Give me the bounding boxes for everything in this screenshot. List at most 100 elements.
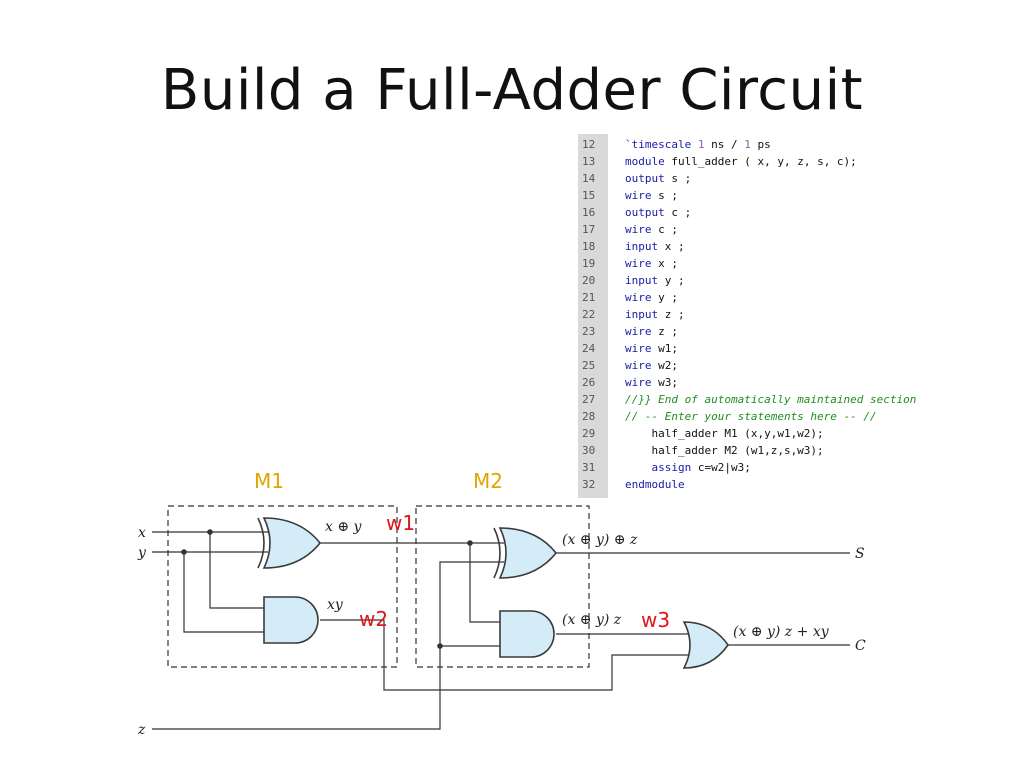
code-token: wire	[625, 376, 652, 389]
code-line-number: 16	[582, 206, 596, 219]
code-token: wire	[625, 359, 652, 372]
code-line-number: 28	[582, 410, 596, 423]
code-token: w1;	[651, 342, 678, 355]
code-token: ps	[750, 138, 771, 151]
code-token: 1	[744, 138, 751, 151]
code-token: ns /	[704, 138, 745, 151]
code-line-text: wire s ;	[625, 187, 678, 204]
wire-label-w3: w3	[641, 608, 670, 632]
code-token: z ;	[658, 308, 685, 321]
code-line-number: 26	[582, 376, 596, 389]
code-line-number: 27	[582, 393, 596, 406]
and-gate-1	[263, 596, 319, 644]
code-token: y ;	[651, 291, 678, 304]
code-token: half_adder M1 (x,y,w1,w2);	[625, 427, 824, 440]
code-token: x ;	[651, 257, 678, 270]
code-line-number: 19	[582, 257, 596, 270]
code-line-number: 14	[582, 172, 596, 185]
code-line-number: 17	[582, 223, 596, 236]
code-token: w3;	[651, 376, 678, 389]
code-line-number: 18	[582, 240, 596, 253]
code-line-text: input x ;	[625, 238, 685, 255]
code-token: y ;	[658, 274, 685, 287]
code-line-number: 22	[582, 308, 596, 321]
code-line-number: 20	[582, 274, 596, 287]
or-gate	[682, 621, 729, 669]
code-line-text: wire w2;	[625, 357, 678, 374]
code-line-number: 15	[582, 189, 596, 202]
code-token: endmodule	[625, 478, 685, 491]
wire-label-w2: w2	[359, 607, 388, 631]
code-line-number: 12	[582, 138, 596, 151]
code-line-number: 24	[582, 342, 596, 355]
code-token: c ;	[651, 223, 678, 236]
code-line-number: 32	[582, 478, 596, 491]
code-line-text: endmodule	[625, 476, 685, 493]
code-token: output	[625, 172, 665, 185]
code-line-text: //}} End of automatically maintained sec…	[625, 391, 916, 408]
line-number-gutter	[578, 134, 608, 498]
code-token: module	[625, 155, 665, 168]
code-line-number: 25	[582, 359, 596, 372]
code-line-text: output c ;	[625, 204, 691, 221]
circuit-wires	[152, 531, 850, 730]
verilog-code-panel: 12 `timescale 1 ns / 1 ps 13 module full_ad…	[578, 134, 998, 498]
code-line-text: wire z ;	[625, 323, 678, 340]
code-line-text: assign c=w2|w3;	[625, 459, 751, 476]
wire-junctions	[181, 529, 473, 649]
code-line-text: half_adder M2 (w1,z,s,w3);	[625, 442, 824, 459]
module-label-m2: M2	[473, 469, 503, 493]
code-token: input	[625, 274, 659, 287]
code-line-number: 31	[582, 461, 596, 474]
code-token: s ;	[664, 172, 692, 185]
code-token: wire	[625, 223, 652, 236]
gate-label-or1: (x ⊕ y) z + xy	[733, 624, 830, 640]
code-line-text: wire w1;	[625, 340, 678, 357]
code-line-number: 23	[582, 325, 596, 338]
and-gate-2	[499, 610, 555, 658]
code-line-text: wire c ;	[625, 221, 678, 238]
input-label-z: z	[137, 722, 146, 738]
code-token: w2;	[651, 359, 678, 372]
code-token: half_adder M2 (w1,z,s,w3);	[625, 444, 824, 457]
input-label-x: x	[138, 525, 146, 541]
code-line-text: `timescale 1 ns / 1 ps	[625, 136, 771, 153]
code-line-text: module full_adder ( x, y, z, s, c);	[625, 153, 857, 170]
code-token: z ;	[651, 325, 678, 338]
code-token: full_adder ( x, y, z, s, c);	[664, 155, 857, 168]
code-token: input	[625, 308, 659, 321]
code-token: c ;	[664, 206, 692, 219]
input-label-y: y	[137, 545, 147, 561]
code-token: `timescale	[625, 138, 698, 151]
xor-gate-1	[257, 517, 322, 569]
gate-label-and1: xy	[327, 597, 344, 613]
code-token: assign	[651, 461, 692, 474]
code-line-text: input z ;	[625, 306, 685, 323]
code-line-number: 13	[582, 155, 596, 168]
code-line-number: 30	[582, 444, 596, 457]
code-token: output	[625, 206, 665, 219]
code-token: //}} End of automatically maintained sec…	[625, 393, 917, 406]
code-line-text: wire x ;	[625, 255, 678, 272]
code-token: wire	[625, 325, 652, 338]
code-line-text: wire w3;	[625, 374, 678, 391]
gate-label-xor1: x ⊕ y	[325, 519, 363, 535]
code-line-text: output s ;	[625, 170, 691, 187]
xor-gate-2	[493, 527, 558, 579]
code-token: // -- Enter your statements here -- //	[625, 410, 877, 423]
code-line-text: // -- Enter your statements here -- //	[625, 408, 877, 425]
output-label-c: C	[855, 638, 866, 654]
code-token: x ;	[658, 240, 685, 253]
code-token: wire	[625, 291, 652, 304]
code-token: wire	[625, 257, 652, 270]
code-token: 1	[697, 138, 705, 151]
module-m2-box	[415, 505, 590, 668]
code-line-number: 21	[582, 291, 596, 304]
code-line-number: 29	[582, 427, 596, 440]
code-line-text: half_adder M1 (x,y,w1,w2);	[625, 425, 824, 442]
code-token: input	[625, 240, 659, 253]
code-token: s ;	[651, 189, 678, 202]
code-token: wire	[625, 189, 652, 202]
module-m1-box	[167, 505, 398, 668]
